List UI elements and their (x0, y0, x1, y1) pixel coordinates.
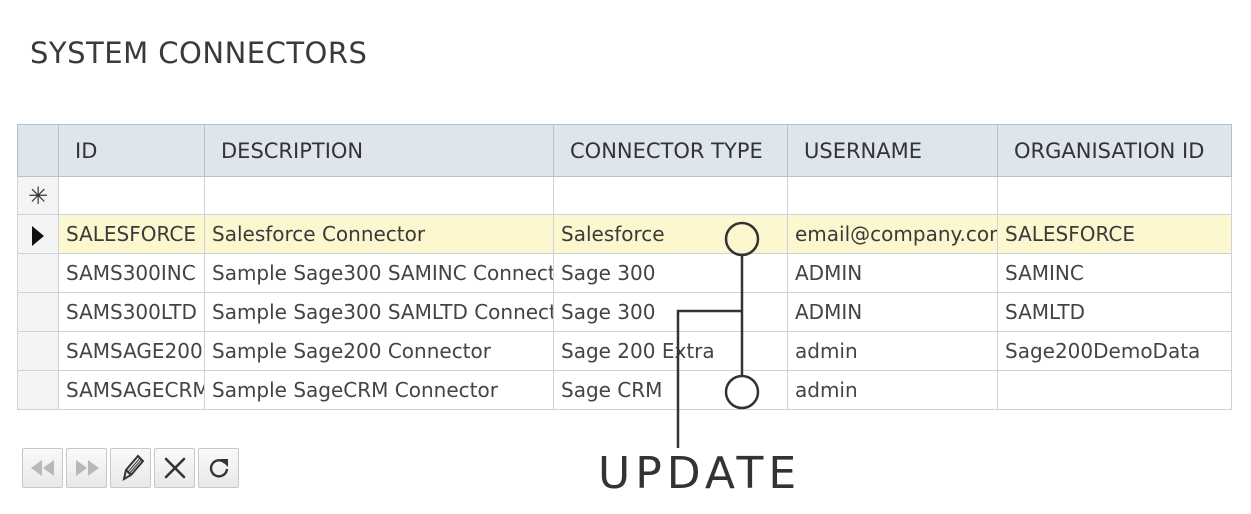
header-selector-cell (17, 124, 59, 177)
cell-description[interactable]: Sample Sage300 SAMLTD Connector (204, 292, 554, 332)
table-row[interactable]: SAMSAGE200 Sample Sage200 Connector Sage… (17, 331, 1232, 371)
new-row-cell[interactable] (997, 176, 1232, 215)
column-header-username[interactable]: USERNAME (787, 124, 998, 177)
table-row[interactable]: SAMS300INC Sample Sage300 SAMINC Connect… (17, 253, 1232, 293)
grid-toolbar (22, 448, 239, 488)
last-page-button[interactable] (66, 448, 107, 488)
cell-organisation-id[interactable]: SAMLTD (997, 292, 1232, 332)
cell-username[interactable]: email@company.com (787, 214, 998, 254)
cell-organisation-id[interactable]: SALESFORCE (997, 214, 1232, 254)
column-header-organisation-id[interactable]: ORGANISATION ID (997, 124, 1232, 177)
cell-connector-type[interactable]: Sage 300 (553, 292, 788, 332)
row-selector[interactable] (17, 331, 59, 371)
double-right-arrow-icon (75, 460, 99, 476)
cell-connector-type[interactable]: Sage CRM (553, 370, 788, 410)
cell-id[interactable]: SAMSAGECRM (58, 370, 205, 410)
page-title: SYSTEM CONNECTORS (30, 36, 368, 70)
cell-id[interactable]: SAMS300LTD (58, 292, 205, 332)
pencil-icon (122, 454, 144, 481)
delete-button[interactable] (154, 448, 195, 488)
column-header-connector-type[interactable]: CONNECTOR TYPE (553, 124, 788, 177)
cell-username[interactable]: ADMIN (787, 292, 998, 332)
refresh-button[interactable] (198, 448, 239, 488)
first-page-button[interactable] (22, 448, 63, 488)
cell-description[interactable]: Sample Sage300 SAMINC Connector (204, 253, 554, 293)
edit-button[interactable] (110, 448, 151, 488)
double-left-arrow-icon (30, 460, 54, 476)
refresh-icon (209, 459, 228, 478)
new-row-asterisk-icon: ✳ (27, 181, 49, 210)
table-row[interactable]: SAMS300LTD Sample Sage300 SAMLTD Connect… (17, 292, 1232, 332)
row-selector[interactable] (17, 253, 59, 293)
cell-organisation-id[interactable]: SAMINC (997, 253, 1232, 293)
cell-organisation-id[interactable] (997, 370, 1232, 410)
cell-description[interactable]: Salesforce Connector (204, 214, 554, 254)
cell-description[interactable]: Sample SageCRM Connector (204, 370, 554, 410)
update-annotation-label: UPDATE (598, 448, 802, 499)
cell-username[interactable]: admin (787, 370, 998, 410)
grid-header-row: ID DESCRIPTION CONNECTOR TYPE USERNAME O… (17, 124, 1232, 177)
cross-icon (164, 457, 185, 479)
cell-connector-type[interactable]: Sage 300 (553, 253, 788, 293)
table-row[interactable]: SAMSAGECRM Sample SageCRM Connector Sage… (17, 370, 1232, 410)
cell-description[interactable]: Sample Sage200 Connector (204, 331, 554, 371)
table-row[interactable]: SALESFORCE Salesforce Connector Salesfor… (17, 214, 1232, 254)
cell-connector-type[interactable]: Salesforce (553, 214, 788, 254)
cell-id[interactable]: SAMS300INC (58, 253, 205, 293)
current-row-indicator-icon (32, 225, 44, 246)
cell-id[interactable]: SALESFORCE (58, 214, 205, 254)
connectors-grid: ID DESCRIPTION CONNECTOR TYPE USERNAME O… (17, 124, 1232, 410)
cell-connector-type[interactable]: Sage 200 Extra (553, 331, 788, 371)
